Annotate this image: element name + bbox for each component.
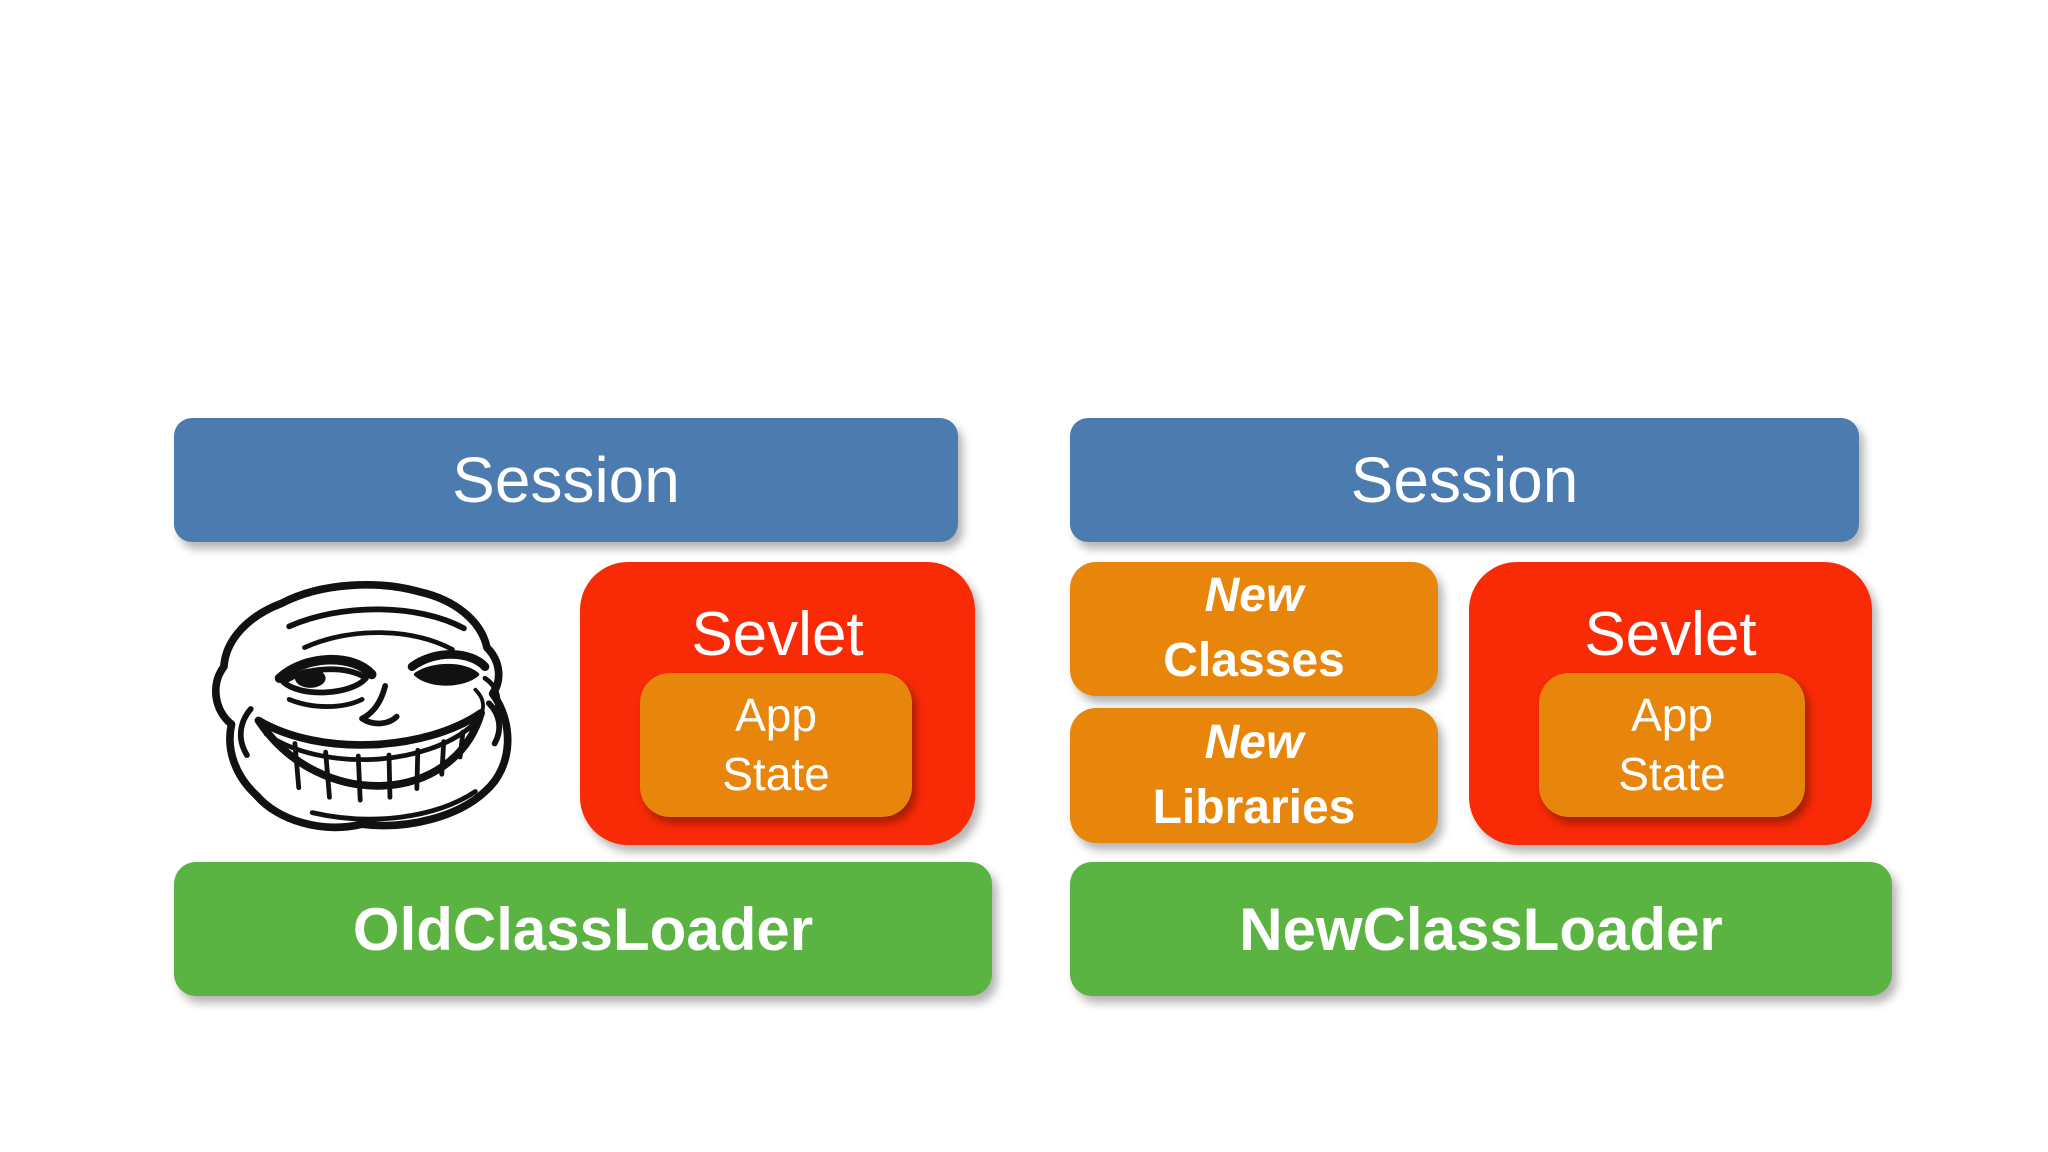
left-app-state-box: App State (640, 673, 912, 817)
right-app-state-line1: App (1631, 689, 1713, 742)
new-classes-line1: New (1204, 569, 1304, 623)
left-servlet-label: Sevlet (691, 600, 864, 669)
right-app-state-box: App State (1539, 673, 1805, 817)
right-classloader-label: NewClassLoader (1239, 895, 1723, 963)
left-session-label: Session (452, 444, 680, 516)
right-session-bar: Session (1070, 418, 1859, 542)
right-classloader-bar: NewClassLoader (1070, 862, 1892, 996)
left-app-state-line1: App (735, 689, 817, 742)
new-libraries-line2: Libraries (1152, 780, 1356, 834)
right-app-state-line2: State (1618, 748, 1726, 800)
new-classes-box: New Classes (1070, 562, 1438, 696)
new-classes-line2: Classes (1163, 634, 1345, 687)
left-session-bar: Session (174, 418, 958, 542)
left-app-state-line2: State (722, 748, 830, 800)
right-session-label: Session (1350, 444, 1579, 516)
left-classloader-bar: OldClassLoader (174, 862, 992, 996)
right-servlet-label: Sevlet (1584, 600, 1757, 669)
new-libraries-box: New Libraries (1070, 708, 1438, 843)
new-libraries-line1: New (1204, 715, 1304, 769)
troll-face-icon (197, 577, 533, 839)
left-classloader-label: OldClassLoader (352, 895, 814, 963)
